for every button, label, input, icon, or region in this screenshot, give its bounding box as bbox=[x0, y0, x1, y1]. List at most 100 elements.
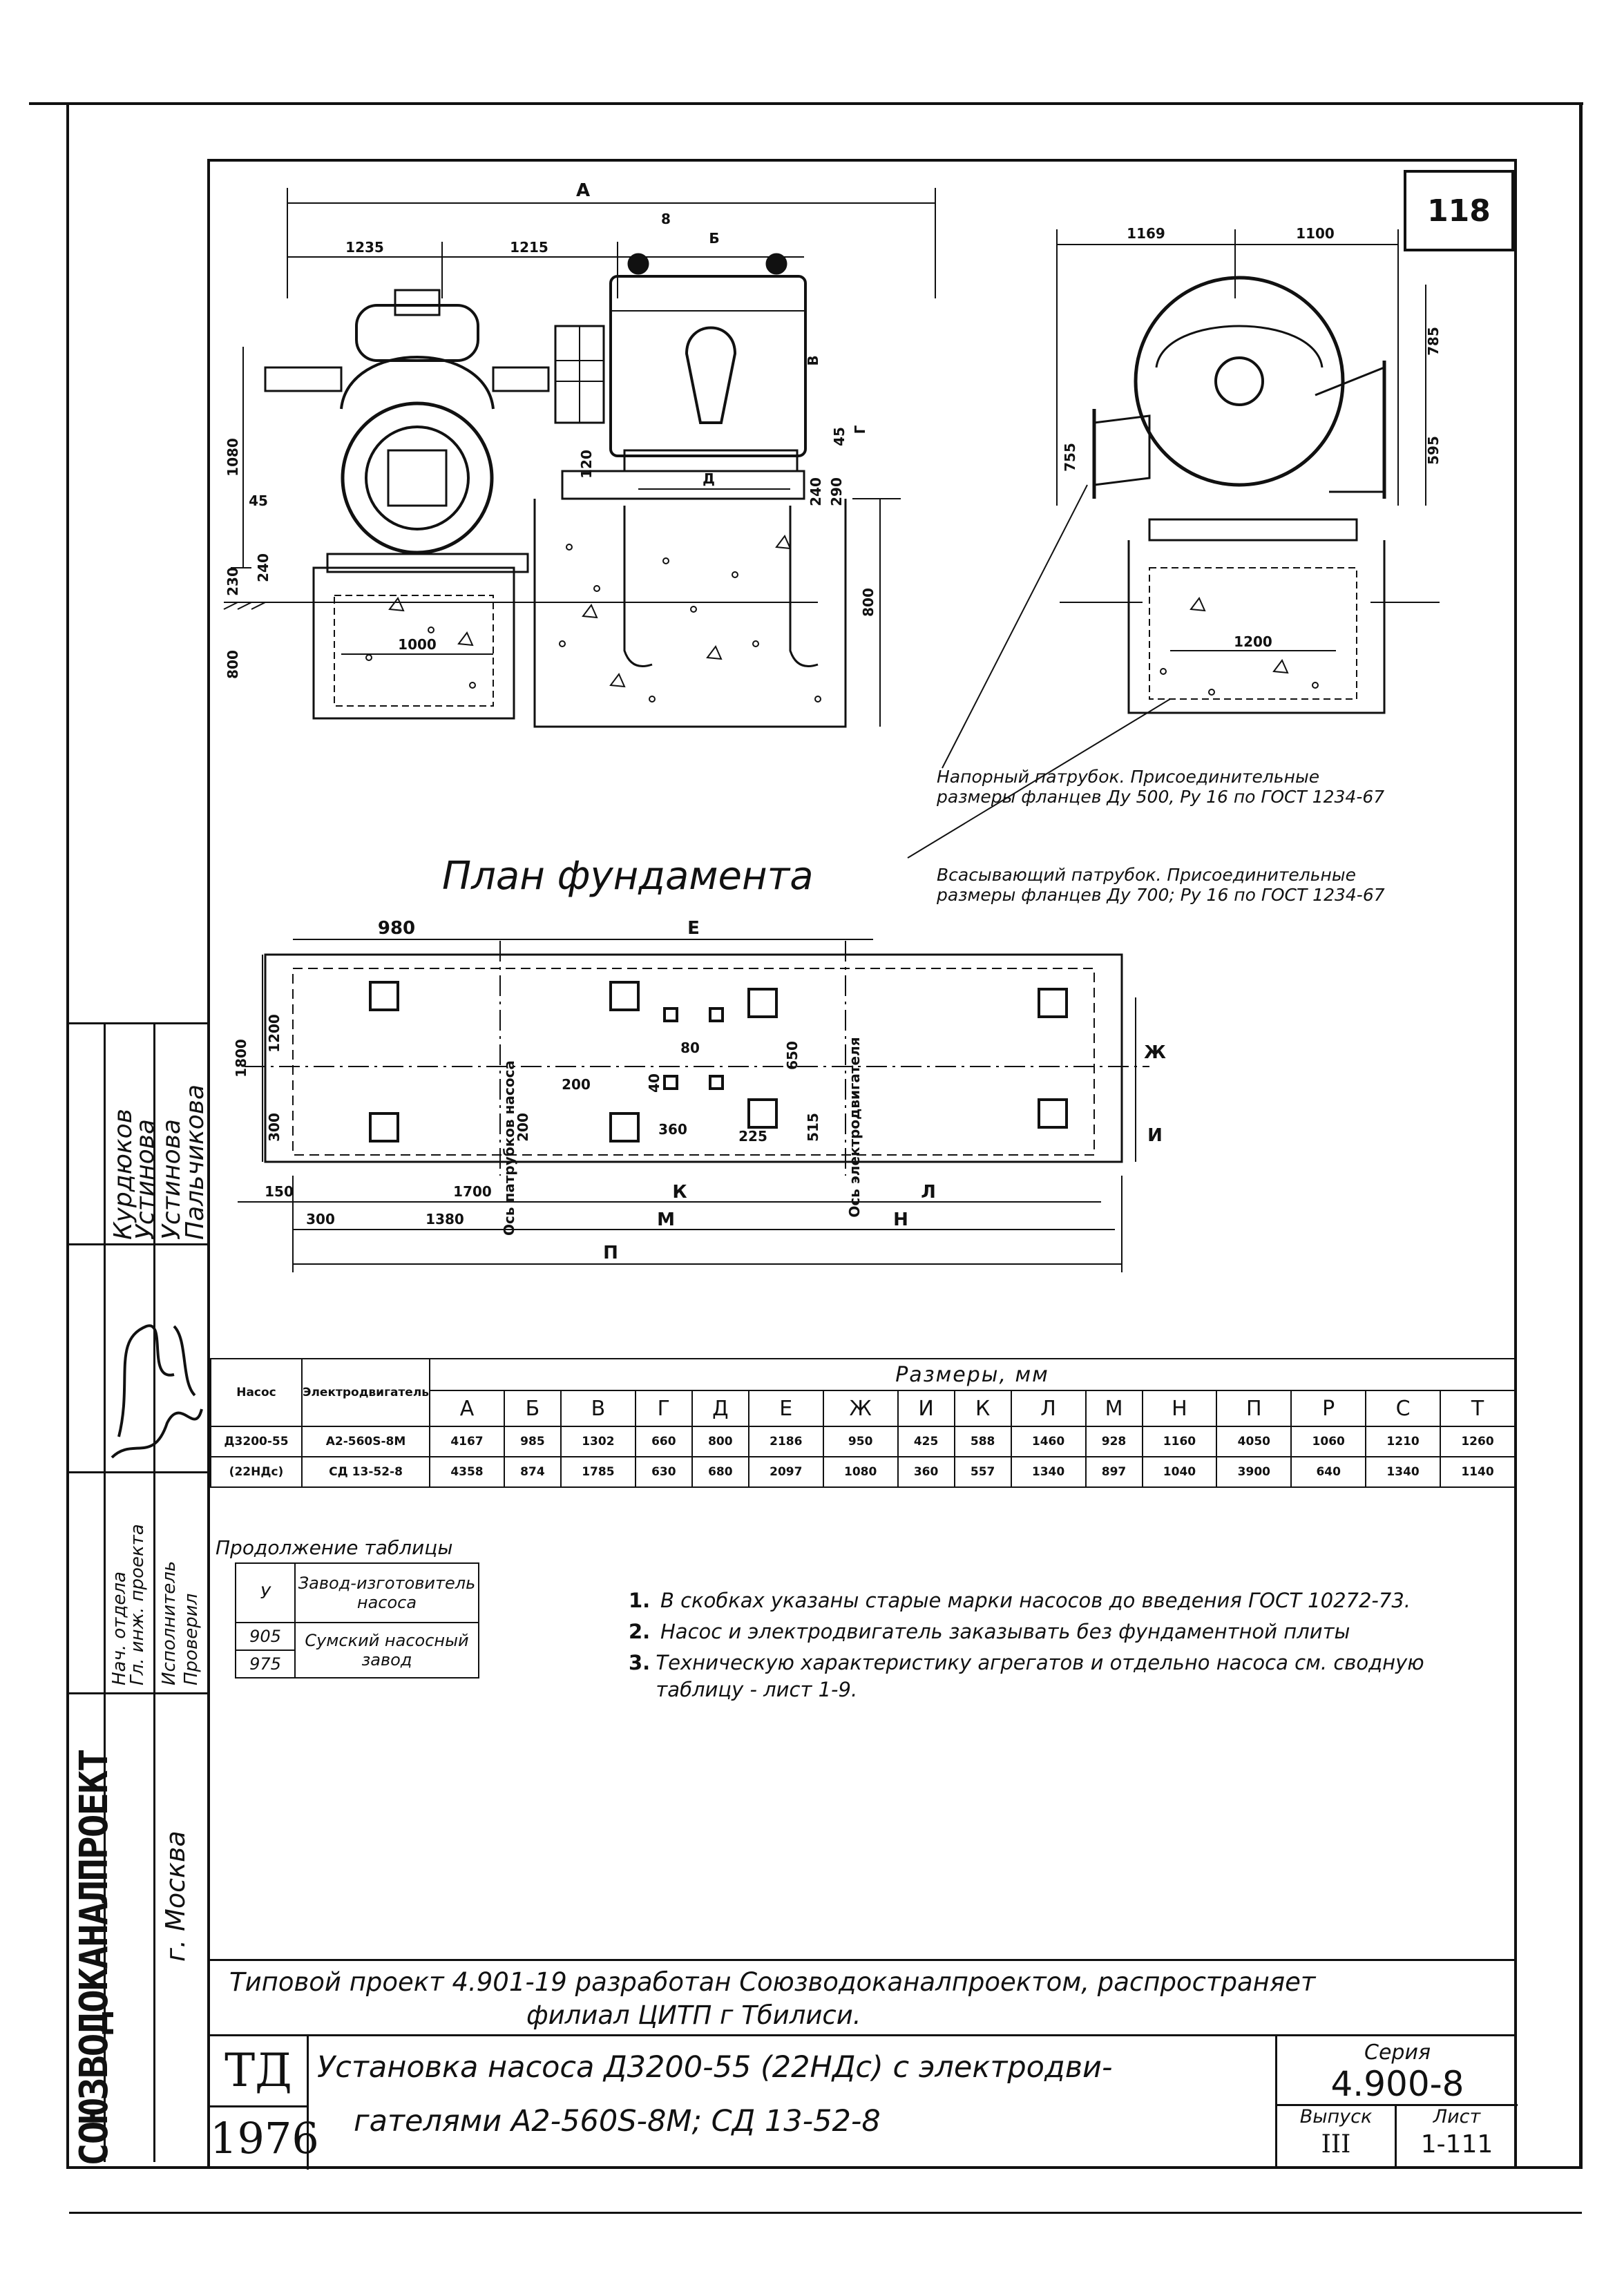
table-header-sizes: Размеры, мм bbox=[429, 1358, 1516, 1391]
col-header: М bbox=[1085, 1390, 1143, 1427]
dim-800: 800 bbox=[225, 650, 241, 679]
bottom-edge-line bbox=[69, 2212, 1582, 2214]
cell-value: 1080 bbox=[822, 1456, 899, 1488]
col-header: В bbox=[560, 1390, 636, 1427]
col-header: И bbox=[897, 1390, 955, 1427]
sheet-number: 118 bbox=[1427, 193, 1491, 229]
col-header: Т bbox=[1440, 1390, 1516, 1427]
dim-1215: 1215 bbox=[510, 239, 548, 256]
cell-value: 1210 bbox=[1365, 1426, 1442, 1457]
org-name-vertical: СОЮЗВОДОКАНАЛПРОЕКТ bbox=[72, 1750, 117, 2166]
drawing-title-line-1: Установка насоса Д3200-55 (22НДс) с элек… bbox=[317, 2050, 1113, 2085]
frame-left-line bbox=[66, 104, 69, 2169]
dim-980: 980 bbox=[378, 918, 415, 939]
dim-300-plan: 300 bbox=[266, 1113, 283, 1142]
note-text: Техническую характеристику агрегатов и о… bbox=[656, 1650, 1424, 1701]
dim-240: 240 bbox=[255, 553, 271, 582]
cell-value: 557 bbox=[953, 1456, 1012, 1488]
col-header: Р bbox=[1290, 1390, 1367, 1427]
strip-mid-line-2 bbox=[66, 1471, 209, 1473]
dim-N: Н bbox=[893, 1209, 908, 1230]
table-header-pump: Насос bbox=[210, 1358, 303, 1427]
notes-list: 1. В скобках указаны старые марки насосов… bbox=[629, 1587, 1492, 1707]
col-header: К bbox=[953, 1390, 1012, 1427]
dim-45-left: 45 bbox=[249, 493, 268, 509]
dim-80: 80 bbox=[680, 1040, 700, 1056]
dim-40: 40 bbox=[646, 1073, 662, 1093]
cell-value: 897 bbox=[1085, 1456, 1143, 1488]
dim-B: Б bbox=[709, 230, 719, 247]
dist-note-top-line bbox=[210, 1959, 1516, 1961]
dim-1700: 1700 bbox=[453, 1183, 492, 1200]
note-item: 1. В скобках указаны старые марки насосов… bbox=[629, 1587, 1492, 1614]
dim-G: Г bbox=[852, 425, 868, 434]
dim-800-right: 800 bbox=[860, 588, 877, 617]
org-short-mark: ТД bbox=[210, 2036, 309, 2105]
cell-value: 1302 bbox=[560, 1426, 636, 1457]
cell-value: 800 bbox=[691, 1426, 749, 1457]
dim-290: 290 bbox=[828, 477, 845, 506]
dim-1200-plan: 1200 bbox=[266, 1014, 283, 1053]
sheet-number-box: 118 bbox=[1404, 170, 1514, 251]
dim-E: Е bbox=[687, 918, 700, 939]
cell-value: 1340 bbox=[1010, 1456, 1087, 1488]
inner-left-line bbox=[207, 160, 210, 2168]
note-text: Насос и электродвигатель заказывать без … bbox=[660, 1619, 1350, 1643]
dimensions-table: Насос Электродвигатель Размеры, мм А Б В… bbox=[210, 1358, 1516, 1488]
distribution-line-2: филиал ЦИТП г Тбилиси. bbox=[526, 2000, 861, 2031]
cell-value: 4050 bbox=[1216, 1426, 1292, 1457]
note-discharge-pipe: Напорный патрубок. Присоединительные раз… bbox=[937, 767, 1385, 807]
list-value: 1-111 bbox=[1420, 2130, 1493, 2159]
cell-value: 1060 bbox=[1290, 1426, 1367, 1457]
col-header: Н bbox=[1141, 1390, 1218, 1427]
strip-divider-2 bbox=[153, 1022, 155, 2162]
side-view: 1169 1100 1200 785 755 595 bbox=[907, 225, 1442, 859]
u-value: 975 bbox=[235, 1649, 296, 1679]
note-text: В скобках указаны старые марки насосов д… bbox=[660, 1589, 1411, 1612]
inner-top-line bbox=[207, 159, 1516, 162]
cell-motor: А2-560S-8М bbox=[300, 1426, 431, 1457]
plan-title: План фундамента bbox=[442, 854, 814, 899]
col-factory-header: Завод-изготовитель насоса bbox=[294, 1562, 479, 1623]
dim-200-a: 200 bbox=[562, 1076, 591, 1093]
cell-value: 4358 bbox=[429, 1456, 505, 1488]
cell-value: 1040 bbox=[1141, 1456, 1218, 1488]
note-number: 1. bbox=[629, 1589, 651, 1612]
strip-divider-1 bbox=[104, 1022, 106, 2162]
seria-label: Серия bbox=[1364, 2040, 1431, 2065]
dim-1800: 1800 bbox=[233, 1039, 249, 1078]
dim-1080: 1080 bbox=[225, 438, 241, 477]
dim-755: 755 bbox=[1062, 443, 1078, 472]
vypusk-label: Выпуск bbox=[1277, 2104, 1397, 2131]
cell-value: 360 bbox=[897, 1456, 955, 1488]
frame-right-line bbox=[1579, 102, 1583, 2168]
dim-A: A bbox=[576, 180, 590, 201]
cell-value: 950 bbox=[822, 1426, 899, 1457]
cell-value: 3900 bbox=[1216, 1456, 1292, 1488]
dim-360: 360 bbox=[658, 1121, 687, 1138]
name-ustinova-1: Устинова bbox=[131, 1119, 160, 1240]
note-suction-pipe: Всасывающий патрубок. Присоединительные … bbox=[937, 865, 1385, 905]
frame-bottom-line bbox=[66, 2166, 1583, 2169]
factory-name: Сумский насосный завод bbox=[294, 1622, 479, 1679]
col-header: Б bbox=[503, 1390, 562, 1427]
col-u-header: У bbox=[235, 1562, 296, 1623]
dim-300-bottom: 300 bbox=[306, 1211, 335, 1227]
col-header: С bbox=[1365, 1390, 1442, 1427]
cell-motor: СД 13-52-8 bbox=[300, 1456, 431, 1488]
col-header: Д bbox=[691, 1390, 749, 1427]
series-block: Серия 4.900-8 Выпуск Лист III 1-111 bbox=[1275, 2036, 1518, 2168]
dim-1100: 1100 bbox=[1296, 225, 1335, 242]
strip-top-line bbox=[66, 1022, 209, 1024]
dim-M: М bbox=[657, 1209, 675, 1230]
dim-785: 785 bbox=[1425, 327, 1442, 356]
dim-120: 120 bbox=[578, 450, 595, 479]
dim-D: Д bbox=[703, 470, 715, 487]
table-column-headers: А Б В Г Д Е Ж И К Л М Н П Р С Т bbox=[211, 1390, 1516, 1427]
cell-value: 1160 bbox=[1141, 1426, 1218, 1457]
cell-value: 874 bbox=[503, 1456, 562, 1488]
dim-V: В bbox=[805, 355, 821, 365]
dim-1235: 1235 bbox=[345, 239, 384, 256]
dim-8: 8 bbox=[661, 211, 671, 227]
dim-650: 650 bbox=[784, 1041, 801, 1070]
